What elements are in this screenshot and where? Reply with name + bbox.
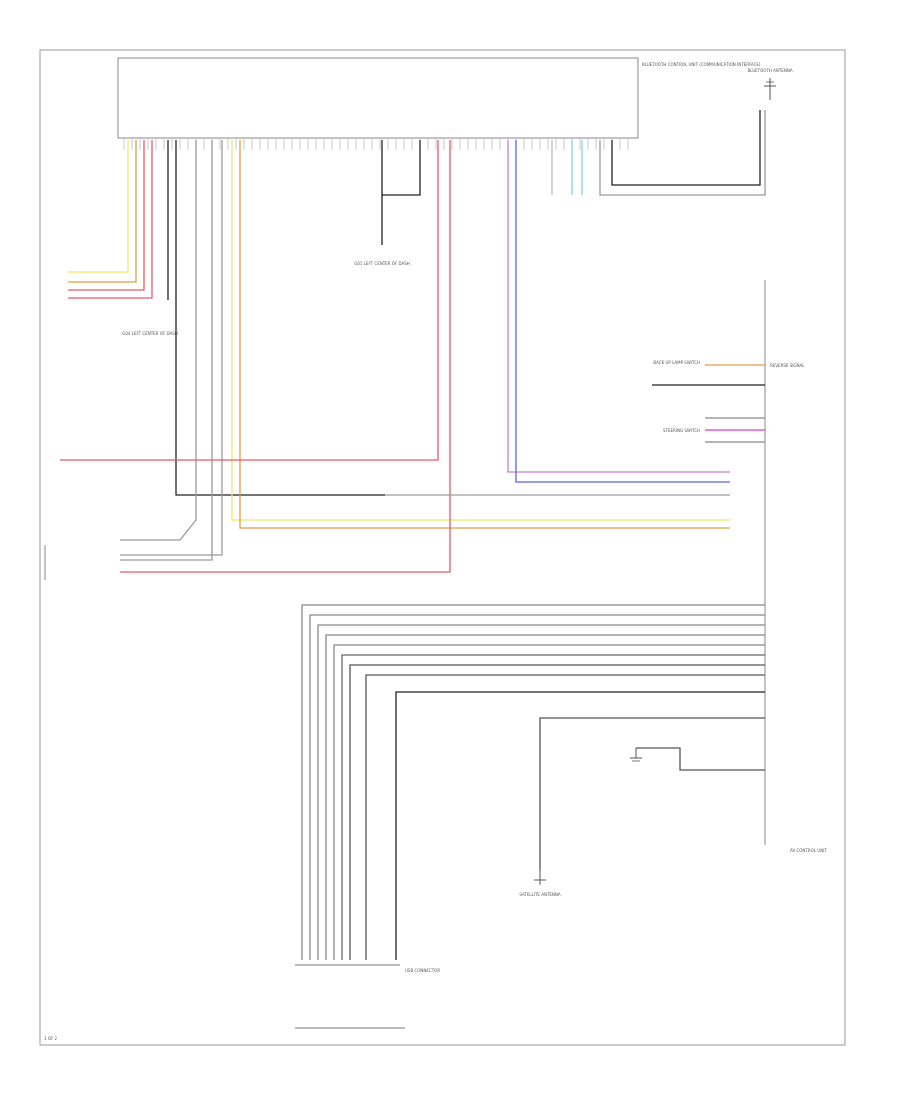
ground-symbol-icon: [630, 748, 642, 762]
wire-gray-3: [120, 140, 223, 556]
wire-ground-right: [636, 747, 765, 771]
wire-gray-1: [120, 140, 197, 541]
top-module-box: [117, 57, 639, 139]
av-control-unit-label: AV CONTROL UNIT: [790, 848, 827, 853]
wire-satellite: [539, 717, 765, 870]
wire-yellow-left: [68, 140, 129, 273]
wire-orange-left: [68, 140, 137, 283]
top-module-label: BLUETOOTH CONTROL UNIT (COMMUNICATION IN…: [642, 62, 761, 67]
wire-gray-2: [120, 140, 213, 561]
wire-violet: [507, 140, 730, 473]
usb-bundle: [301, 604, 765, 960]
bluetooth-antenna-icon: [764, 78, 776, 100]
wire-black-long: [175, 140, 385, 496]
wire-red-left-2: [68, 140, 153, 299]
wire-red-center-2: [120, 140, 451, 573]
wire-yellow-mid: [231, 140, 730, 521]
center-ground-label: G01 LEFT CENTER OF DASH: [354, 261, 410, 266]
wire-black-center-branch: [382, 140, 421, 196]
satellite-antenna-label: SATELLITE ANTENNA: [519, 892, 561, 897]
satellite-antenna-icon: [534, 870, 546, 885]
wire-gray-top-right: [599, 110, 766, 196]
steering-switch-label: STEERING SWITCH: [663, 428, 700, 433]
usb-connector-label: USB CONNECTOR: [405, 968, 440, 973]
bluetooth-antenna-label: BLUETOOTH ANTENNA: [747, 68, 792, 73]
wire-blue: [515, 140, 730, 483]
wire-black-top-right: [611, 110, 761, 186]
corner-label: 1 OF 2: [44, 1036, 58, 1041]
splice-left-label: G04 LEFT CENTER OF DASH: [122, 331, 178, 336]
wire-orange-mid: [239, 140, 730, 529]
wire-red-left-1: [68, 140, 145, 291]
wire-red-center-1: [60, 140, 439, 461]
diagram-frame: [39, 49, 846, 1046]
backup-lamp-switch-label: BACK UP LAMP SWITCH: [653, 360, 700, 365]
reverse-signal-label: REVERSE SIGNAL: [770, 363, 805, 368]
